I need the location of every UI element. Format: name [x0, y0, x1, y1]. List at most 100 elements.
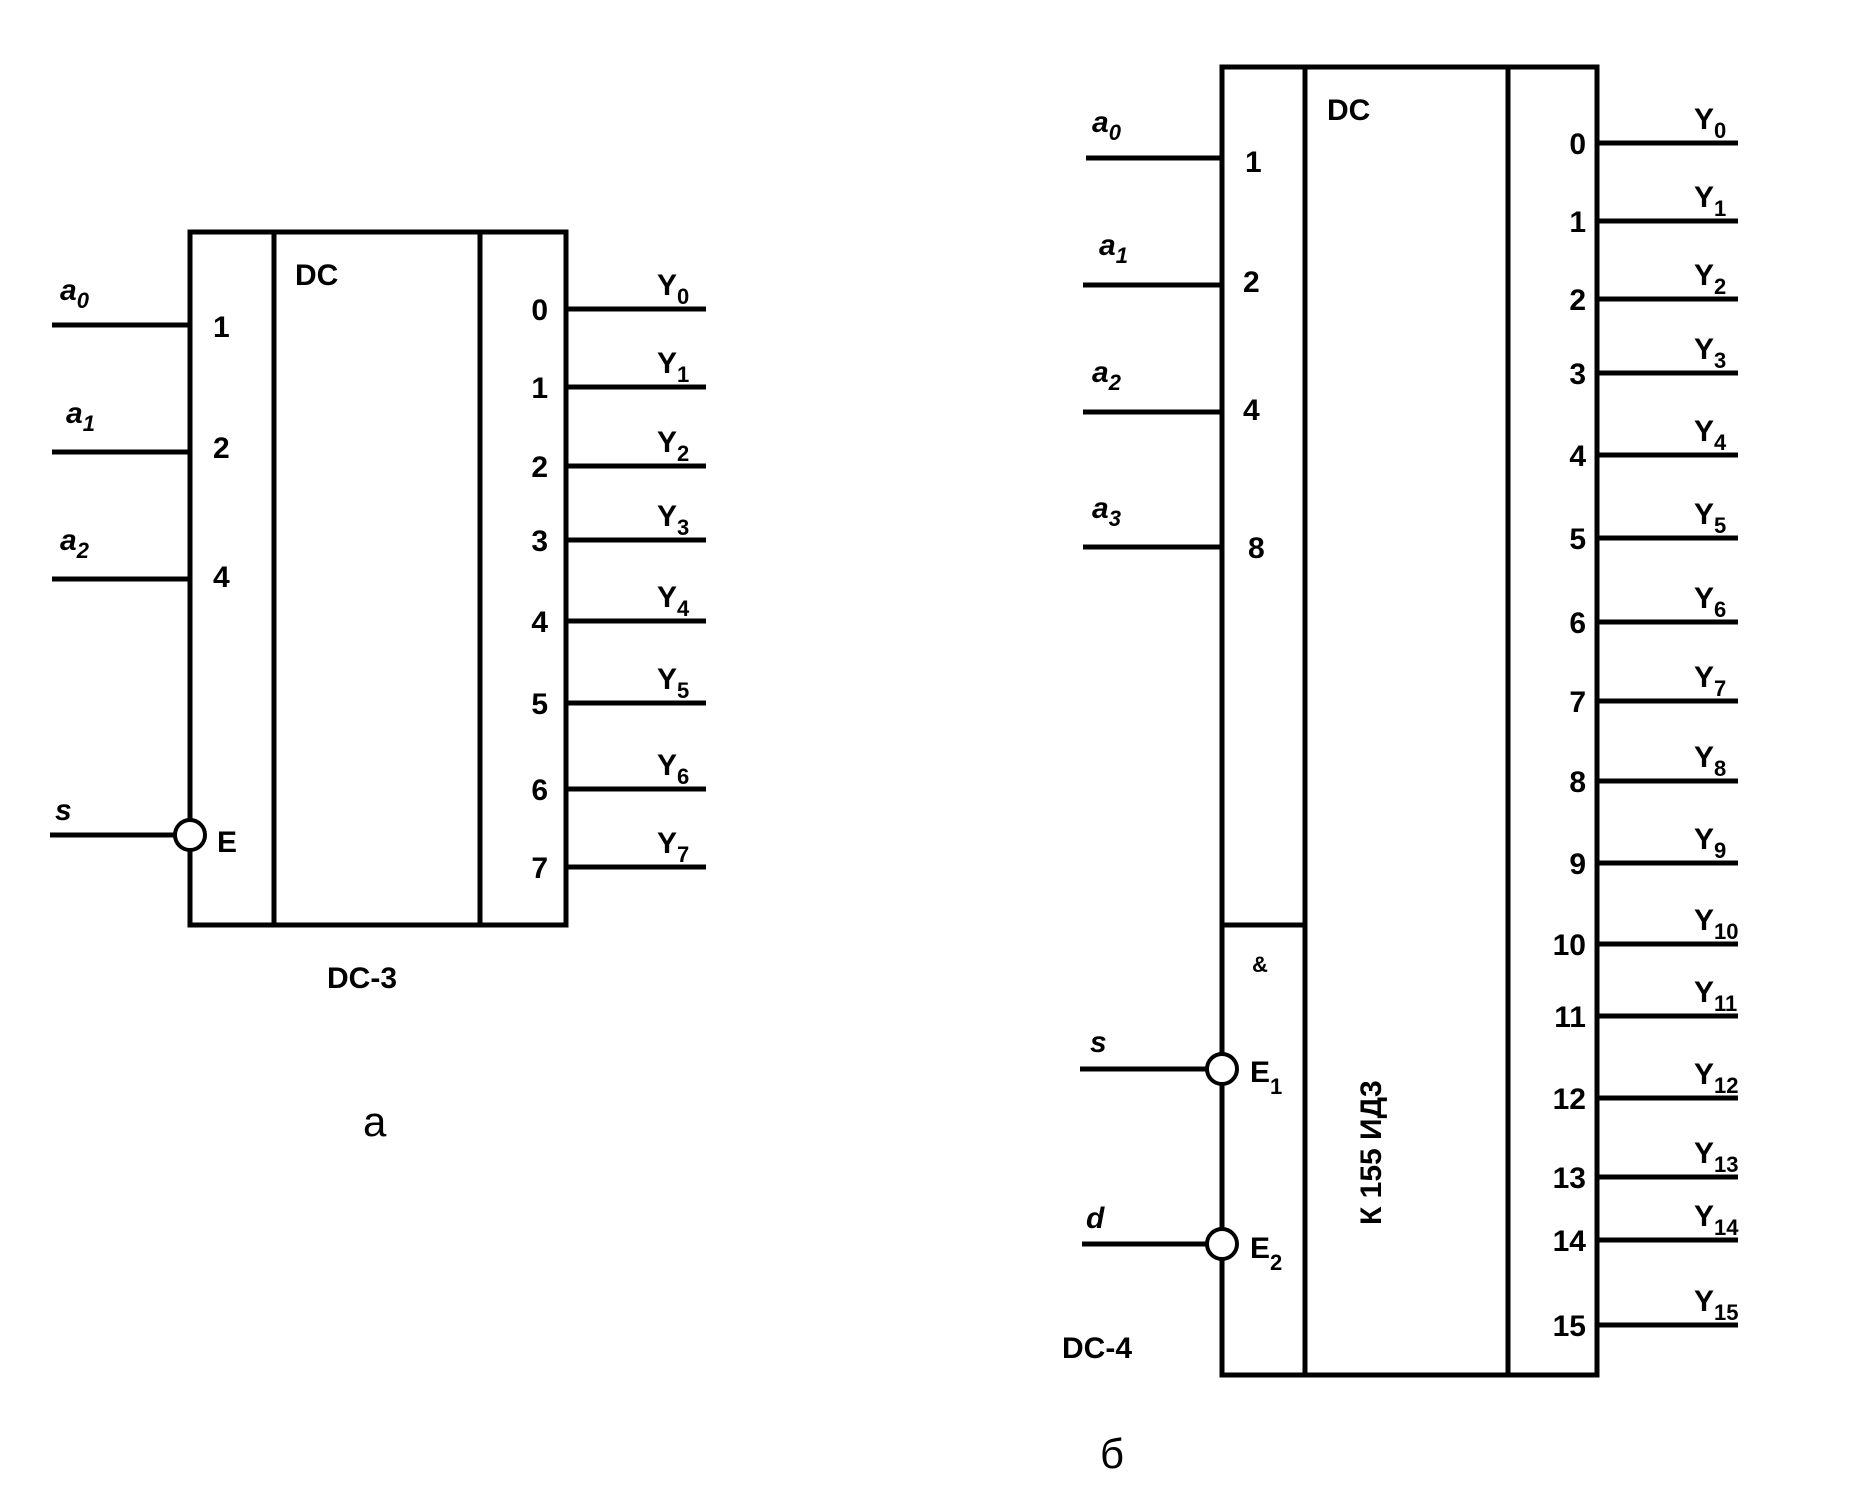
- decoder-b-input-a1: a1 2: [1083, 229, 1260, 299]
- output-number: 4: [1569, 440, 1586, 473]
- output-label: Y12: [1694, 1058, 1739, 1098]
- decoder-b-input-a2: a2 4: [1083, 356, 1260, 427]
- output-label: Y6: [657, 749, 689, 789]
- input-weight: 4: [213, 561, 230, 594]
- decoder-b-input-a3: a3 8: [1083, 492, 1265, 565]
- decoder-b-enable-e1: s E1: [1080, 1026, 1282, 1099]
- output-pin: 6 Y6: [1569, 582, 1738, 640]
- input-weight: 4: [1243, 394, 1260, 427]
- output-number: 2: [1569, 284, 1586, 317]
- output-label: Y13: [1694, 1137, 1739, 1177]
- output-pin: 3 Y3: [1569, 333, 1738, 391]
- output-pin: 3 Y3: [531, 500, 706, 558]
- output-pin: 9 Y9: [1569, 823, 1738, 881]
- output-number: 5: [531, 688, 548, 721]
- output-label: Y5: [1694, 498, 1726, 538]
- output-pin: 13 Y13: [1553, 1137, 1739, 1195]
- decoder-b-outputs: 0Y01Y12Y23Y34Y45Y56Y67Y78Y89Y910Y1011Y11…: [1553, 103, 1740, 1343]
- output-pin: 12 Y12: [1553, 1058, 1739, 1116]
- output-pin: 14 Y14: [1553, 1200, 1740, 1258]
- output-pin: 2 Y2: [1569, 259, 1738, 317]
- output-label: Y1: [1694, 181, 1726, 221]
- output-number: 6: [1569, 607, 1586, 640]
- enable-label: E2: [1250, 1232, 1282, 1275]
- input-var-label: a3: [1092, 492, 1121, 531]
- output-number: 5: [1569, 523, 1586, 556]
- output-label: Y11: [1694, 976, 1737, 1016]
- input-var-label: a1: [1099, 229, 1128, 268]
- output-pin: 0Y0: [1569, 103, 1738, 161]
- decoder-b-input-a0: a0 1: [1086, 106, 1262, 179]
- output-number: 1: [531, 372, 548, 405]
- enable-label: E: [217, 826, 237, 859]
- output-label: Y9: [1694, 823, 1726, 863]
- decoder-a-caption: а: [363, 1098, 387, 1145]
- output-number: 3: [1569, 358, 1586, 391]
- input-var-label: a1: [66, 397, 95, 436]
- enable-var-label: s: [1090, 1026, 1107, 1059]
- output-number: 7: [1569, 686, 1586, 719]
- output-number: 12: [1553, 1083, 1586, 1116]
- output-label: Y7: [1694, 661, 1726, 701]
- decoder-b-caption: б: [1100, 1430, 1124, 1477]
- inversion-bubble: [1205, 1052, 1239, 1086]
- enable-var-label: d: [1086, 1202, 1105, 1235]
- output-number: 11: [1554, 1001, 1586, 1034]
- output-pin: 11 Y11: [1554, 976, 1738, 1034]
- output-number: 8: [1569, 766, 1586, 799]
- input-var-label: a2: [1092, 356, 1122, 395]
- output-number: 3: [531, 525, 548, 558]
- decoder-a-input-a0: a0 1: [52, 274, 230, 344]
- output-number: 0: [531, 294, 548, 327]
- input-weight: 2: [213, 432, 230, 465]
- output-number: 0: [1569, 128, 1586, 161]
- output-pin: 2Y2: [531, 426, 706, 484]
- output-pin: 4 Y4: [1569, 415, 1738, 473]
- inversion-bubble: [1205, 1227, 1239, 1261]
- output-label: Y6: [1694, 582, 1726, 622]
- output-number: 13: [1553, 1162, 1586, 1195]
- output-label: Y0: [657, 269, 689, 309]
- output-number: 9: [1569, 848, 1586, 881]
- input-var-label: a0: [1092, 106, 1122, 145]
- decoder-a-input-a2: a2 4: [52, 524, 230, 594]
- output-pin: 5 Y5: [531, 663, 706, 721]
- output-label: Y2: [1694, 259, 1726, 299]
- input-var-label: a0: [60, 274, 90, 313]
- decoder-b-name: DC-4: [1062, 1332, 1132, 1365]
- enable-var-label: s: [55, 794, 72, 827]
- input-var-label: a2: [60, 524, 90, 563]
- decoder-a-input-a1: a1 2: [52, 397, 230, 465]
- output-pin: 7Y7: [531, 827, 706, 885]
- output-pin: 8Y8: [1569, 741, 1738, 799]
- inversion-bubble: [173, 818, 207, 852]
- output-pin: 0 Y0: [531, 269, 706, 327]
- output-label: Y15: [1694, 1285, 1739, 1325]
- output-label: Y2: [657, 426, 689, 466]
- output-label: Y3: [657, 500, 689, 540]
- decoder-a-enable: s E: [50, 794, 237, 859]
- output-label: Y4: [1694, 415, 1727, 455]
- output-number: 6: [531, 774, 548, 807]
- output-pin: 6 Y6: [531, 749, 706, 807]
- decoder-a-name: DC-3: [327, 962, 397, 995]
- output-number: 14: [1553, 1225, 1587, 1258]
- output-label: Y4: [657, 581, 690, 621]
- input-weight: 8: [1248, 532, 1265, 565]
- decoder-a-header: DC: [295, 259, 338, 292]
- output-number: 1: [1569, 206, 1586, 239]
- decoder-b-body: [1219, 64, 1600, 1378]
- decoder-b-and-label: &: [1252, 952, 1268, 977]
- output-pin: 7 Y7: [1569, 661, 1738, 719]
- decoder-b-chip-label: К 155 ИД3: [1355, 1080, 1388, 1225]
- output-label: Y3: [1694, 333, 1726, 373]
- decoder-b-header: DC: [1327, 94, 1370, 127]
- enable-label: E1: [1250, 1056, 1282, 1099]
- output-label: Y14: [1694, 1200, 1739, 1240]
- output-pin: 1 Y1: [1569, 181, 1738, 239]
- decoder-a: DC a0 1 a1 2 a2 4 s E 0Y01Y12Y23Y34Y45Y5…: [50, 229, 706, 1145]
- output-label: Y5: [657, 663, 689, 703]
